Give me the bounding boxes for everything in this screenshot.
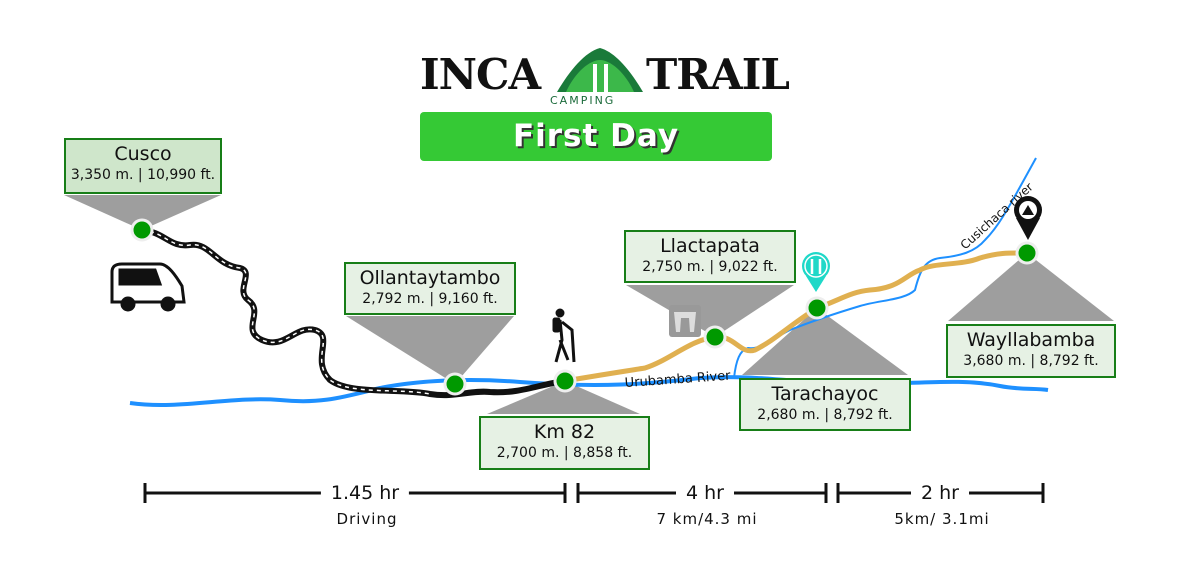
segment-detail-hike1: 7 km/4.3 mi <box>656 510 758 528</box>
segment-detail-hike2: 5km/ 3.1mi <box>894 510 990 528</box>
place-elevation: 3,350 m. | 10,990 ft. <box>70 167 216 183</box>
place-elevation: 2,700 m. | 8,858 ft. <box>496 445 633 461</box>
llactapata-marker[interactable] <box>703 325 727 349</box>
restaurant-pin-icon <box>802 252 830 292</box>
place-name: Ollantaytambo <box>359 267 501 289</box>
place-name: Tarachayoc <box>771 383 879 405</box>
van-icon <box>110 262 186 312</box>
km82-marker[interactable] <box>553 369 577 393</box>
day-title-banner: First Day <box>420 112 772 161</box>
place-card-km82: Km 82 2,700 m. | 8,858 ft. <box>479 416 650 470</box>
segment-time-hike1: 4 hr <box>676 482 734 504</box>
tarachayoc-marker[interactable] <box>805 296 829 320</box>
place-card-llactapata: Llactapata 2,750 m. | 9,022 ft. <box>624 230 796 283</box>
segment-time-driving: 1.45 hr <box>320 482 410 504</box>
place-card-wayllabamba: Wayllabamba 3,680 m. | 8,792 ft. <box>946 324 1116 378</box>
place-elevation: 2,750 m. | 9,022 ft. <box>642 259 778 275</box>
urubamba-river-label: Urubamba River <box>624 369 731 391</box>
ruins-icon <box>669 305 701 337</box>
km82-pointer <box>487 381 640 414</box>
timeline <box>143 483 1045 503</box>
segment-detail-driving: Driving <box>336 510 398 528</box>
place-name: Wayllabamba <box>966 329 1096 351</box>
cusco-marker[interactable] <box>130 218 154 242</box>
wayllabamba-pointer <box>948 253 1114 321</box>
campsite-pin-icon <box>1014 196 1042 240</box>
hiker-icon <box>552 308 576 363</box>
place-card-cusco: Cusco 3,350 m. | 10,990 ft. <box>64 138 222 194</box>
logo-word-left: INCA <box>420 50 541 99</box>
callout-pointers <box>64 195 1114 414</box>
inca-trail-logo: INCA TRAIL CAMPING <box>420 44 790 110</box>
logo-word-right: TRAIL <box>646 50 790 99</box>
logo-subtitle: CAMPING <box>550 94 616 107</box>
llactapata-pointer <box>626 285 794 337</box>
wayllabamba-marker[interactable] <box>1015 241 1039 265</box>
place-card-ollantaytambo: Ollantaytambo 2,792 m. | 9,160 ft. <box>344 262 516 315</box>
ollantaytambo-marker[interactable] <box>443 372 467 396</box>
ollantaytambo-pointer <box>346 316 514 384</box>
place-elevation: 3,680 m. | 8,792 ft. <box>963 353 1099 369</box>
stop-markers <box>130 218 1039 396</box>
cusco-pointer <box>64 195 221 230</box>
place-name: Km 82 <box>533 421 596 443</box>
road-centerline <box>141 229 431 395</box>
urubamba-river <box>129 375 1049 407</box>
tarachayoc-pointer <box>742 308 908 375</box>
tent-logo-icon <box>557 48 643 92</box>
place-elevation: 2,680 m. | 8,792 ft. <box>757 407 893 423</box>
segment-time-hike2: 2 hr <box>911 482 969 504</box>
place-name: Cusco <box>114 143 172 165</box>
place-name: Llactapata <box>660 235 760 257</box>
place-card-tarachayoc: Tarachayoc 2,680 m. | 8,792 ft. <box>739 378 911 431</box>
place-elevation: 2,792 m. | 9,160 ft. <box>362 291 498 307</box>
